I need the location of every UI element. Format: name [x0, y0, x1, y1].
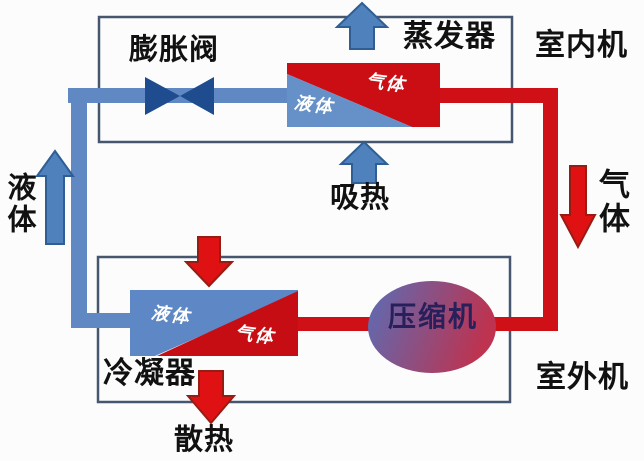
heat-absorb-arrow-up-icon	[338, 140, 390, 184]
indoor-unit-label: 室内机	[535, 29, 628, 62]
evaporator-block	[287, 63, 440, 127]
indoor-unit-box	[97, 15, 514, 144]
liquid-pipes	[68, 88, 290, 328]
pipe-compressor-outlet	[494, 317, 558, 331]
valve-left-triangle	[145, 77, 180, 115]
gas-pipes	[296, 88, 558, 331]
condenser-block	[130, 290, 298, 356]
pipe-left-vertical	[71, 88, 87, 328]
condenser-gas-label: 气体	[233, 322, 277, 348]
evaporator-out-arrow-up-icon	[334, 1, 390, 50]
pipe-condenser-to-compressor	[296, 317, 370, 331]
evaporator-label: 蒸发器	[403, 20, 496, 53]
heat-release-label: 散热	[174, 424, 235, 456]
evaporator-liquid-region	[287, 74, 412, 127]
red-flow-arrows	[183, 165, 597, 425]
liquid-riser-label: 液体	[3, 172, 35, 236]
blue-flow-arrows	[35, 1, 390, 245]
condenser-in-arrow-down-icon	[183, 236, 235, 288]
heat-absorb-label: 吸热	[330, 182, 391, 214]
liquid-flow-arrow-up-icon	[35, 149, 75, 245]
pipe-condenser-inlet	[71, 313, 133, 328]
condenser-gas-region	[157, 291, 298, 356]
gas-flow-arrow-down-icon	[559, 165, 597, 250]
pipe-right-vertical	[543, 88, 558, 331]
expansion-valve-label: 膨胀阀	[129, 34, 220, 66]
condenser-label: 冷凝器	[103, 357, 196, 390]
compressor-ellipse	[368, 281, 496, 373]
valve-right-triangle	[180, 77, 214, 115]
evaporator-gas-region	[287, 63, 440, 127]
evaporator-liquid-label: 液体	[292, 92, 336, 118]
pipe-evaporator-outlet	[438, 88, 558, 103]
condenser-liquid-label: 液体	[149, 302, 193, 328]
compressor-label: 压缩机	[388, 301, 479, 332]
condenser-liquid-region	[130, 290, 298, 356]
expansion-valve-symbol	[145, 77, 214, 115]
outdoor-unit-label: 室外机	[536, 361, 629, 394]
evaporator-gas-label: 气体	[364, 70, 408, 96]
gas-downcomer-label: 气体	[594, 168, 629, 236]
heat-release-arrow-down-icon	[185, 370, 237, 425]
